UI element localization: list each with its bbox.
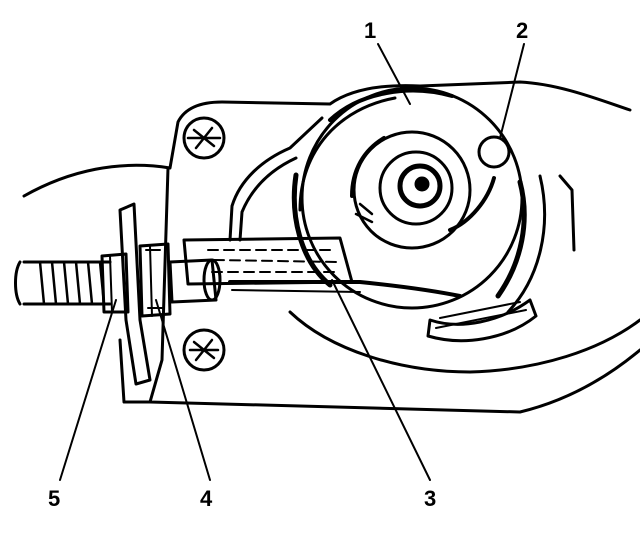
leader-line-4 bbox=[155, 299, 211, 481]
cable-guide-arm bbox=[228, 116, 324, 242]
callout-5: 5 bbox=[48, 486, 61, 511]
callout-2: 2 bbox=[516, 18, 529, 43]
upper-bolt bbox=[182, 116, 226, 160]
mounting-bracket bbox=[22, 80, 632, 198]
guide-arcs bbox=[426, 174, 576, 343]
cable-end-fitting bbox=[168, 258, 222, 304]
cable-housing bbox=[182, 236, 462, 298]
housing-lower-edge bbox=[118, 338, 152, 404]
drum-pin bbox=[477, 135, 511, 169]
housing-inner-line bbox=[288, 310, 640, 374]
callout-4: 4 bbox=[200, 486, 213, 511]
adjusting-nut bbox=[100, 252, 130, 314]
callout-3: 3 bbox=[424, 486, 437, 511]
lower-bolt bbox=[182, 328, 226, 372]
bracket-tab bbox=[118, 202, 152, 386]
leader-line-5 bbox=[59, 299, 117, 481]
leader-line-3 bbox=[331, 279, 431, 481]
leader-line-1 bbox=[377, 43, 411, 105]
leader-lines bbox=[59, 43, 525, 481]
leader-line-2 bbox=[499, 43, 525, 139]
callout-1: 1 bbox=[364, 18, 377, 43]
housing-outline bbox=[148, 166, 640, 414]
threaded-rod bbox=[14, 260, 112, 306]
drum-assembly bbox=[291, 86, 524, 310]
lock-nut bbox=[138, 242, 172, 318]
